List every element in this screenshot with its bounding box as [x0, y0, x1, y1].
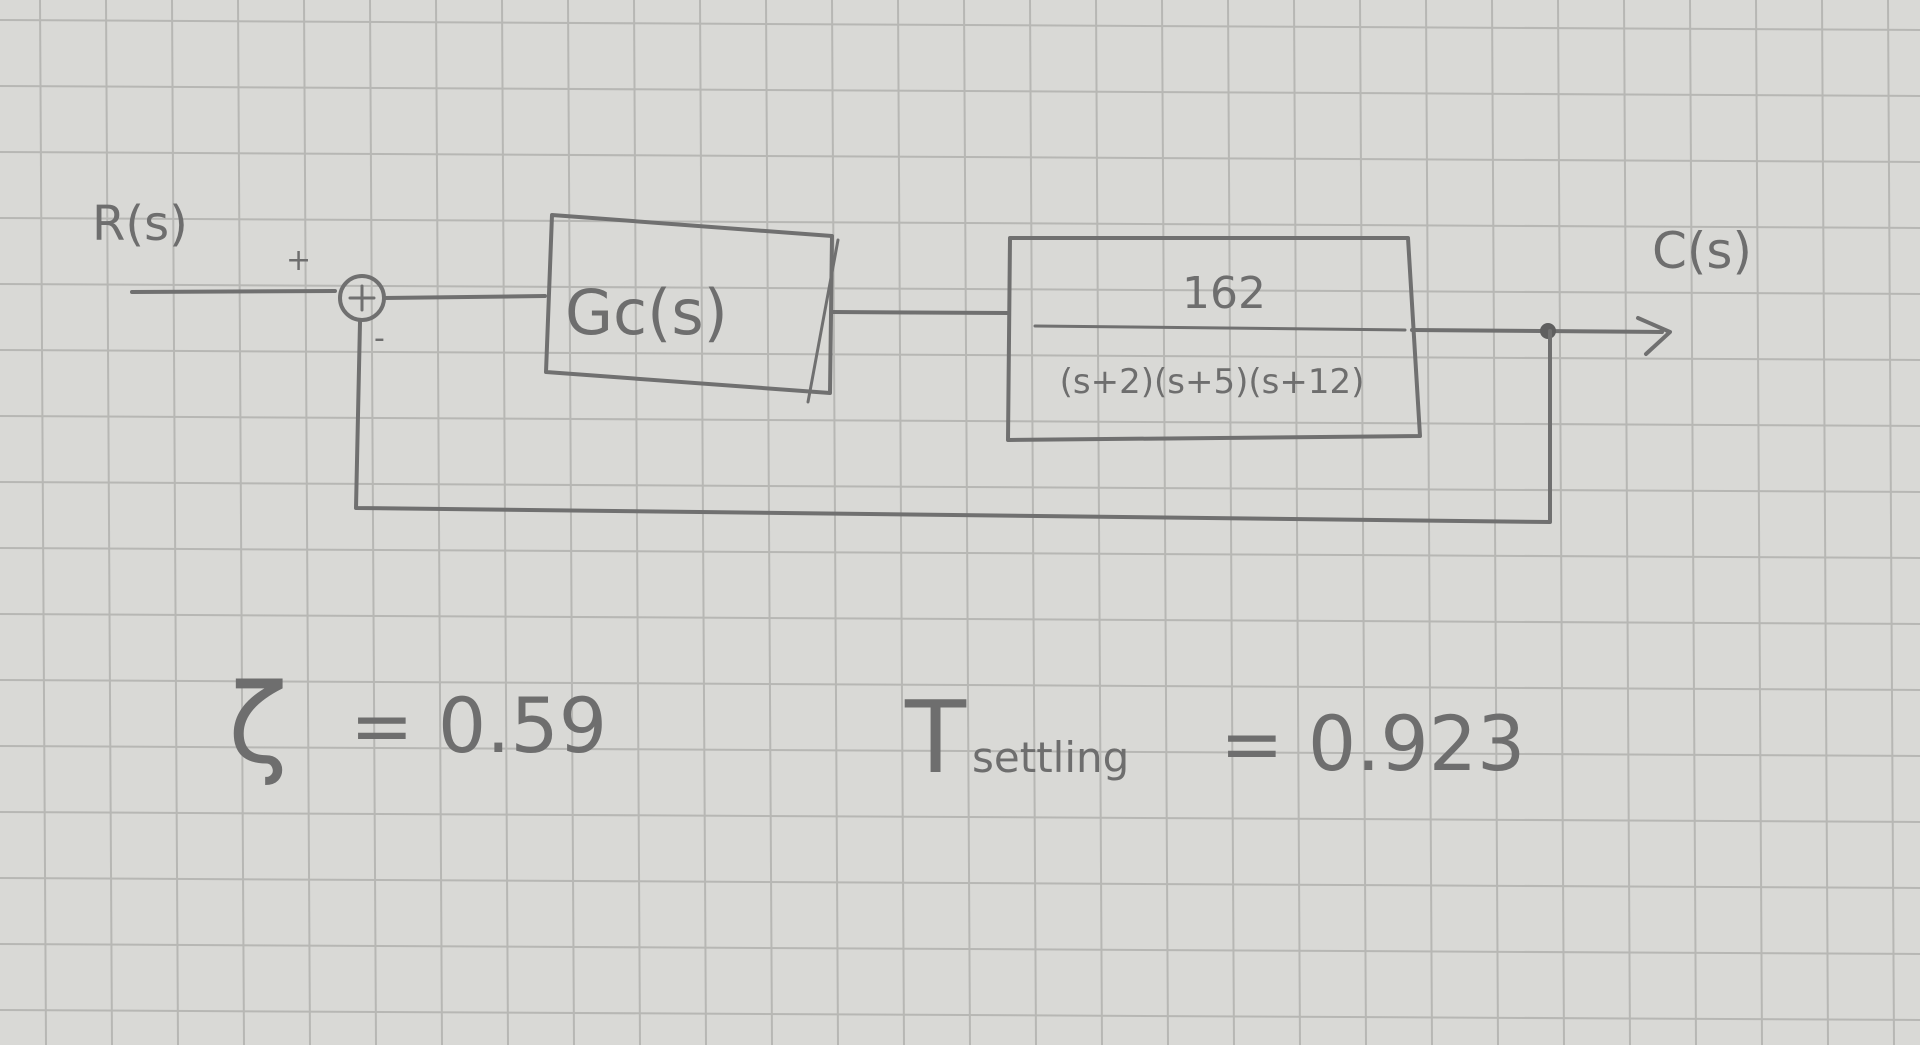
grid-line: [1623, 0, 1631, 1045]
signal-lines: [130, 274, 1672, 524]
grid-line: [0, 679, 1920, 691]
grid-line: [1029, 0, 1037, 1045]
plant-block: 162 (s+2)(s+5)(s+12): [1006, 236, 1422, 442]
grid-line: [765, 0, 773, 1045]
grid-line: [435, 0, 443, 1045]
input-label: R(s): [92, 196, 188, 252]
grid-line: [0, 481, 1920, 493]
grid-line: [0, 415, 1920, 427]
grid-line: [1887, 0, 1895, 1045]
grid-line: [1227, 0, 1235, 1045]
grid-line: [1689, 0, 1697, 1045]
grid-line: [1755, 0, 1763, 1045]
plant-box: [1006, 236, 1422, 442]
plant-denominator: (s+2)(s+5)(s+12): [1060, 362, 1365, 402]
zeta-value: = 0.59: [350, 681, 607, 770]
grid-line: [0, 877, 1920, 889]
grid-line: [1293, 0, 1301, 1045]
controller-block: Gc(s): [544, 213, 840, 404]
grid-line: [897, 0, 905, 1045]
grid-line: [0, 217, 1920, 229]
grid-line: [0, 811, 1920, 823]
grid-line: [0, 745, 1920, 757]
grid-line: [633, 0, 641, 1045]
controller-to-plant-line: [830, 310, 1010, 315]
sum-to-controller-line: [382, 294, 547, 300]
grid-line: [0, 349, 1920, 361]
output-label: C(s): [1652, 222, 1752, 280]
grid-line: [0, 943, 1920, 955]
grid-line: [0, 1009, 1920, 1021]
output-arrow-icon: [1636, 316, 1672, 356]
grid-line: [237, 0, 245, 1045]
grid-line: [171, 0, 179, 1045]
grid-line: [0, 19, 1920, 31]
grid-line: [699, 0, 707, 1045]
settling-value: = 0.923: [1220, 699, 1525, 788]
grid-line: [1557, 0, 1565, 1045]
grid-line: [105, 0, 113, 1045]
grid-line: [1821, 0, 1829, 1045]
settling-subscript: settling: [972, 733, 1129, 782]
grid-line: [303, 0, 311, 1045]
feedback-path: [354, 320, 1552, 524]
grid-line: [0, 283, 1920, 295]
grid-line: [1095, 0, 1103, 1045]
grid-line: [369, 0, 377, 1045]
grid-line: [1359, 0, 1367, 1045]
plant-numerator: 162: [1182, 268, 1266, 319]
grid-line: [0, 613, 1920, 625]
fraction-bar: [1033, 324, 1407, 332]
grid-line: [963, 0, 971, 1045]
plus-sign: +: [286, 243, 311, 278]
grid-line: [0, 85, 1920, 97]
settling-time-spec: T settling = 0.923: [904, 679, 1525, 796]
grid-line: [567, 0, 575, 1045]
grid-line: [1161, 0, 1169, 1045]
settling-T: T: [904, 679, 967, 796]
controller-label: Gc(s): [565, 276, 728, 349]
grid-line: [0, 547, 1920, 559]
zeta-symbol: ζ: [228, 660, 288, 788]
grid-line: [0, 151, 1920, 163]
input-line: [130, 289, 337, 294]
damping-ratio-spec: ζ = 0.59: [228, 660, 607, 788]
grid-line: [501, 0, 509, 1045]
summing-junction-cross-icon: [348, 284, 376, 312]
grid-line: [39, 0, 47, 1045]
plant-to-output-line: [1410, 328, 1664, 334]
controller-box: [544, 213, 834, 395]
grid-line: [831, 0, 839, 1045]
minus-sign: -: [374, 321, 385, 356]
